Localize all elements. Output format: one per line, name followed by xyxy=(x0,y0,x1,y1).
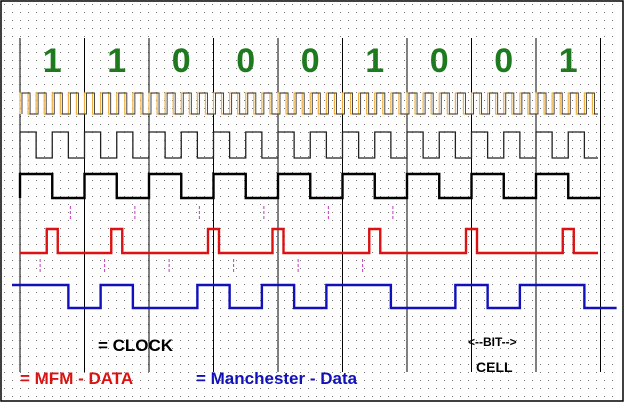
fast-clock-wave-overlay xyxy=(21,92,598,115)
bit-label: 1 xyxy=(107,42,126,80)
bit-label: 0 xyxy=(301,42,320,80)
waveforms xyxy=(12,92,617,310)
legend-bit-span: <--BIT--> xyxy=(468,335,517,349)
bit-label: 0 xyxy=(172,42,191,80)
bit-label: 1 xyxy=(43,42,62,80)
mfm-wave xyxy=(20,227,598,255)
dot-grid xyxy=(4,4,620,398)
legend-manchester: = Manchester - Data xyxy=(196,369,358,388)
transition-markers xyxy=(39,206,394,273)
legend-cell: CELL xyxy=(476,359,513,375)
bit-labels: 1 1 0 0 0 1 0 0 1 xyxy=(43,42,578,80)
bit-label: 0 xyxy=(494,42,513,80)
bit-label: 0 xyxy=(236,42,255,80)
bit-label: 1 xyxy=(365,42,384,80)
manchester-wave xyxy=(12,283,617,310)
legend-clock: = CLOCK xyxy=(98,336,174,355)
half-clock-wave xyxy=(19,131,598,159)
clock-wave xyxy=(18,172,601,200)
bit-label: 0 xyxy=(430,42,449,80)
legend-mfm: = MFM - DATA xyxy=(20,369,133,388)
bit-label: 1 xyxy=(559,42,578,80)
